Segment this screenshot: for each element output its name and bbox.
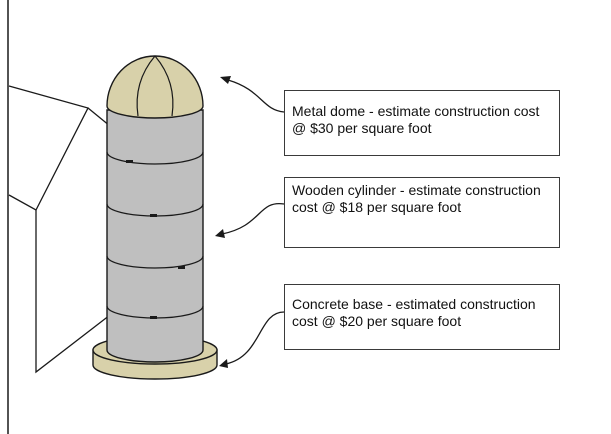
cylinder-band <box>106 151 204 165</box>
dome-pointer-arrow <box>227 79 285 113</box>
dome-seam <box>154 55 174 117</box>
barn-wall <box>35 210 111 374</box>
cylinder-body <box>106 109 204 363</box>
arrowhead <box>215 229 225 238</box>
cylinder-pointer-arrow <box>221 203 285 235</box>
wooden-cylinder <box>106 109 204 363</box>
dome-cost-callout: Metal dome - estimate construction cost … <box>284 90 560 156</box>
barn-roof <box>8 85 89 211</box>
band-latch <box>126 160 133 163</box>
base-pointer-arrow <box>225 311 285 365</box>
band-latch <box>178 266 185 269</box>
base-cost-callout: Concrete base - estimated construction c… <box>284 284 560 350</box>
metal-dome <box>106 55 204 119</box>
arrowhead <box>219 359 228 368</box>
cylinder-cost-callout: Wooden cylinder - estimate construction … <box>284 177 560 248</box>
dome-shell <box>106 55 204 119</box>
pointer-arrows <box>221 79 285 365</box>
arrowhead <box>220 76 231 84</box>
band-latch <box>150 214 157 217</box>
band-latch <box>150 316 157 319</box>
barn <box>8 85 111 374</box>
dome-seam <box>136 55 156 117</box>
cylinder-band <box>106 255 204 269</box>
